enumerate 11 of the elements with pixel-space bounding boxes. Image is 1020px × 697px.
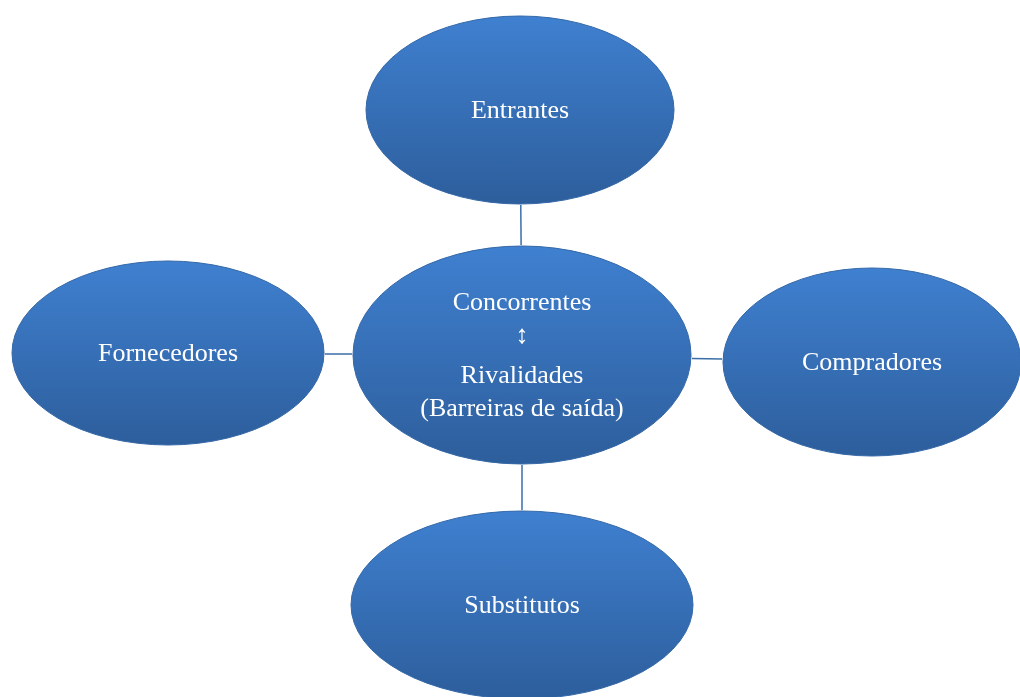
node-label: Concorrentes [452,286,592,318]
connector-line [324,353,353,355]
node-label: Compradores [801,345,943,378]
node-label: Fornecedores [97,336,239,369]
node-label: Entrantes [470,93,570,126]
arrow-symbol: ↕ [515,318,529,351]
connector-line [691,357,723,360]
connector-line [520,204,522,246]
connector-line [521,464,523,511]
node-label: Substitutos [464,588,580,621]
node-label: Rivalidades (Barreiras de saída) [419,359,625,424]
